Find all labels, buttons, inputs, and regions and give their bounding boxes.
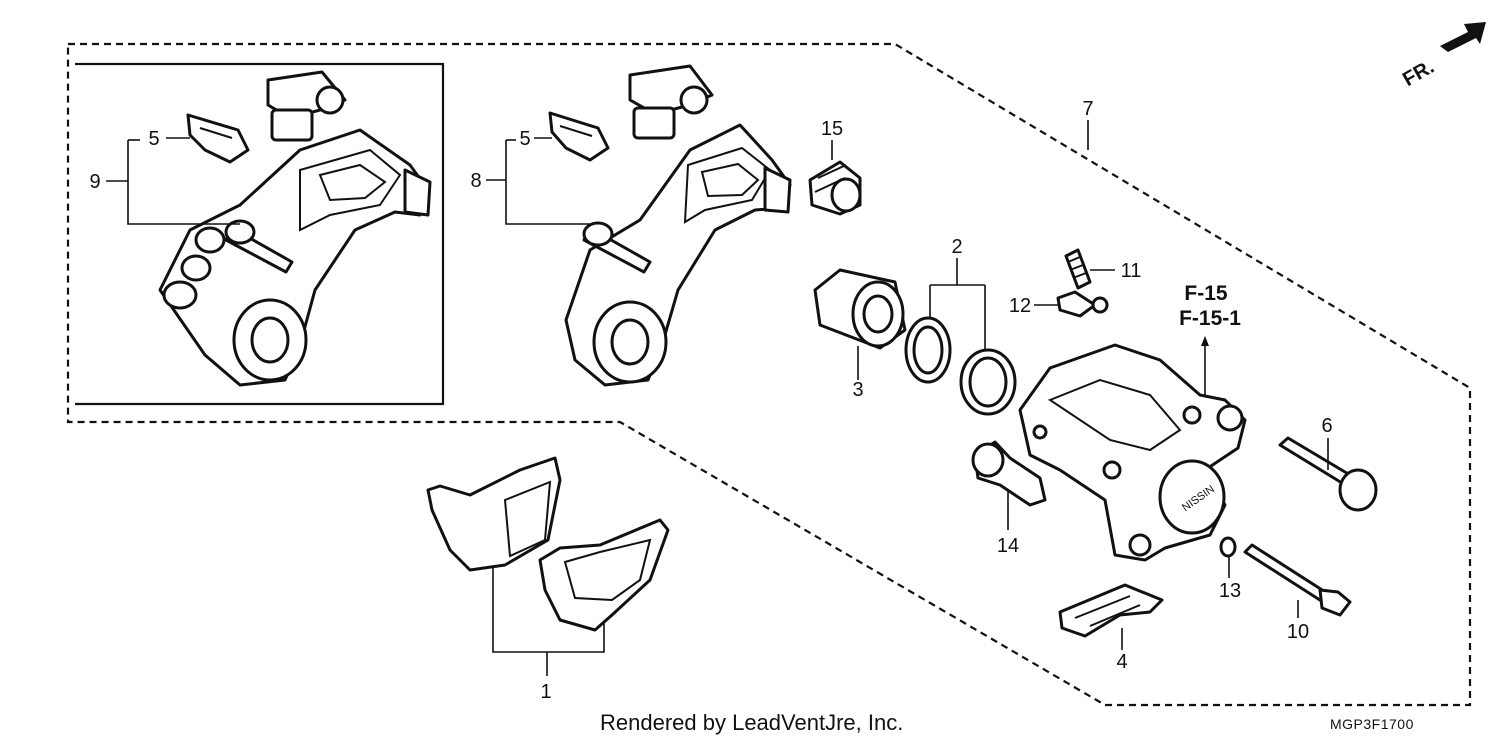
callout-5b: 5 [519, 128, 530, 150]
pad-pin-clip-13 [1219, 536, 1237, 558]
callout-3: 3 [852, 379, 863, 401]
callout-10: 10 [1287, 621, 1309, 643]
brake-pads-1 [426, 456, 670, 632]
callout-7: 7 [1082, 98, 1093, 120]
footer: Rendered by LeadVentJre, Inc. MGP3F1700 [0, 706, 1500, 742]
pin-bolt-14 [971, 440, 1047, 507]
render-credit: Rendered by LeadVentJre, Inc. [600, 710, 904, 735]
boot-15 [808, 160, 862, 216]
bleeder-11 [1064, 248, 1092, 290]
pin-bolt-6 [1278, 436, 1378, 512]
callout-5a: 5 [148, 128, 159, 150]
callout-numbers: 1 2 3 4 5 5 6 7 8 9 10 11 12 13 14 15 [89, 98, 1332, 703]
callout-14: 14 [997, 535, 1019, 557]
callout-11: 11 [1121, 260, 1142, 282]
callout-12: 12 [1009, 295, 1031, 317]
caliper-bracket-middle [564, 64, 792, 387]
retainer-clip-5a [186, 113, 250, 164]
callout-1: 1 [540, 681, 551, 703]
leader-lines [106, 120, 1329, 676]
callout-9: 9 [89, 171, 100, 193]
assembly-outline [66, 42, 1472, 707]
front-direction-indicator: FR. [1399, 22, 1486, 91]
pad-spring-4 [1058, 583, 1164, 638]
callout-13: 13 [1219, 580, 1241, 602]
piston-3 [813, 268, 907, 350]
reference-labels: F-15 F-15-1 [1179, 282, 1241, 330]
callout-2: 2 [951, 236, 962, 258]
assembly-9-box [75, 62, 445, 406]
front-arrow-icon [1440, 22, 1486, 52]
bleeder-cap-12 [1056, 290, 1109, 318]
caliper-bracket-left [158, 70, 432, 387]
front-direction-label: FR. [1399, 56, 1438, 91]
piston-seals-2 [904, 316, 1017, 416]
retainer-clip-5b [548, 111, 610, 162]
callout-6: 6 [1321, 415, 1332, 437]
reference-f15-1: F-15-1 [1179, 307, 1241, 330]
callout-4: 4 [1116, 651, 1127, 673]
pad-pin-10 [1243, 543, 1352, 617]
caliper-body-7: NISSIN [1018, 343, 1247, 562]
callout-15: 15 [821, 118, 843, 140]
diagram-code: MGP3F1700 [1330, 716, 1414, 732]
reference-f15: F-15 [1184, 282, 1228, 305]
callout-8: 8 [470, 170, 481, 192]
